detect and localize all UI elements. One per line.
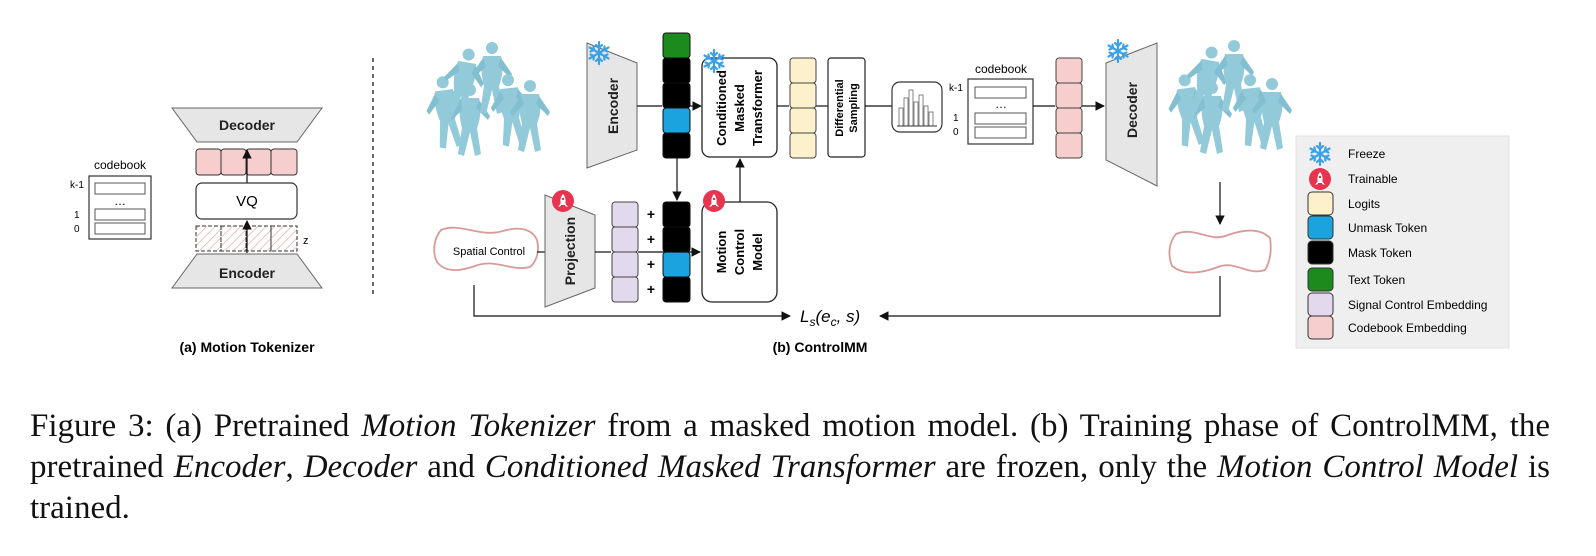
- arrow-control-to-loss: [473, 285, 791, 321]
- conditioned-masked-transformer-block: [701, 57, 778, 158]
- panel-b-caption: (b) ControlMM: [773, 339, 868, 355]
- legend-label: Trainable: [1348, 172, 1398, 186]
- codebook-title-b: codebook: [975, 62, 1028, 76]
- codebook-embedding-row-a: [195, 148, 298, 176]
- decoder-block-b: [1105, 42, 1158, 187]
- codebook-entry: [974, 126, 1027, 139]
- index-k-minus-1: k-1: [70, 180, 84, 191]
- legend-swatch: [1307, 240, 1334, 265]
- latent-z-row: [195, 225, 298, 252]
- codebook-dots-b: …: [995, 97, 1007, 111]
- legend-label: Codebook Embedding: [1348, 321, 1467, 335]
- arrow-output-to-loss: [879, 276, 1221, 321]
- codebook-entry: [974, 112, 1027, 125]
- logits-column: [789, 57, 817, 159]
- encoder-block-b: [586, 42, 638, 169]
- lower-token-column: [662, 201, 691, 303]
- loss-formula: Ls(ec, s): [800, 307, 860, 329]
- mcm-label-line2: Control: [732, 229, 747, 275]
- input-motion-figures: [422, 42, 550, 156]
- legend-swatch: [1307, 267, 1334, 292]
- z-label: z: [303, 235, 309, 247]
- legend-item: Unmask Token: [1307, 215, 1427, 240]
- vq-label: VQ: [236, 193, 258, 210]
- spatial-control-shape: [433, 226, 539, 271]
- legend-item: Freeze: [1309, 141, 1386, 167]
- figure-caption: Figure 3: (a) Pretrained Motion Tokenize…: [30, 408, 1551, 526]
- encoder-label-b: Encoder: [605, 77, 621, 134]
- differential-sampling-block: [827, 57, 866, 158]
- plus-sign: +: [647, 281, 655, 297]
- encoder-label-a: Encoder: [219, 265, 276, 281]
- panel-b-controlmm: Encoder Conditioned Masked Transformer: [422, 32, 1292, 355]
- output-motion-figures: [1164, 40, 1292, 154]
- legend-swatch: [1307, 292, 1334, 317]
- codebook-entry: [974, 86, 1027, 99]
- token-column: [662, 32, 691, 159]
- legend-item: Logits: [1307, 191, 1380, 216]
- index-0: 0: [74, 224, 80, 235]
- projection-label: Projection: [562, 217, 578, 285]
- projection-block: [544, 194, 596, 308]
- panel-a-motion-tokenizer: codebook … k-1 1 0 Decoder VQ z: [70, 107, 323, 355]
- cmt-label-line2: Masked: [732, 84, 747, 132]
- cmt-label-line1: Conditioned: [714, 70, 729, 146]
- plus-sign: +: [647, 231, 655, 247]
- panel-a-caption: (a) Motion Tokenizer: [179, 339, 315, 355]
- legend-item: Text Token: [1307, 267, 1405, 292]
- plus-sign: +: [647, 206, 655, 222]
- vq-block: [195, 182, 298, 220]
- legend-item: Mask Token: [1307, 240, 1412, 265]
- trainable-icon: [552, 190, 574, 212]
- diff-sampling-label-line2: Sampling: [848, 83, 860, 133]
- legend-label: Logits: [1348, 197, 1380, 211]
- legend-swatch: [1307, 215, 1334, 240]
- spatial-control-label: Spatial Control: [453, 246, 525, 258]
- mcm-label-line1: Motion: [714, 231, 729, 274]
- legend-label: Signal Control Embedding: [1348, 298, 1487, 312]
- codebook-embedding-column: [1055, 57, 1083, 159]
- index-0-b: 0: [953, 127, 959, 138]
- index-1-b: 1: [953, 113, 959, 124]
- rocket-icon: [1309, 168, 1331, 190]
- decoder-label-b: Decoder: [1124, 81, 1140, 138]
- codebook-entry: [94, 222, 146, 235]
- decoder-label-a: Decoder: [219, 117, 276, 133]
- trainable-icon: [703, 190, 725, 212]
- mcm-label-line3: Model: [750, 233, 765, 271]
- histogram-icon: [891, 81, 943, 133]
- legend-label: Text Token: [1348, 273, 1405, 287]
- legend-label: Mask Token: [1348, 246, 1412, 260]
- codebook-dots: …: [114, 194, 126, 208]
- diff-sampling-label-line1: Differential: [834, 79, 846, 136]
- output-trajectory-shape: [1168, 229, 1272, 274]
- legend-label: Unmask Token: [1348, 221, 1427, 235]
- codebook-title-a: codebook: [94, 158, 147, 172]
- encoder-block-a: [171, 253, 323, 289]
- plus-sign: +: [647, 256, 655, 272]
- legend-label: Freeze: [1348, 147, 1386, 161]
- legend-swatch: [1307, 315, 1334, 340]
- legend-item: Trainable: [1309, 168, 1398, 190]
- decoder-block-a: [171, 107, 323, 143]
- legend-item: Signal Control Embedding: [1307, 292, 1487, 317]
- index-k-minus-1-b: k-1: [949, 83, 963, 94]
- index-1: 1: [74, 210, 80, 221]
- legend-swatch: [1307, 191, 1334, 216]
- legend-item: Codebook Embedding: [1307, 315, 1467, 340]
- codebook-entry: [94, 182, 146, 195]
- cmt-label-line3: Transformer: [750, 70, 765, 146]
- codebook-entry: [94, 208, 146, 221]
- signal-embedding-column: [611, 201, 639, 303]
